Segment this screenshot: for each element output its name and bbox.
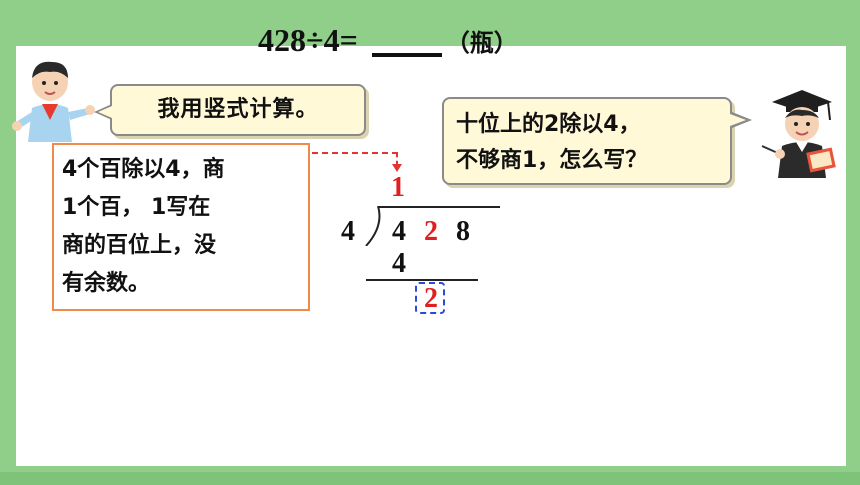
dividend-hundreds-digit: 4 xyxy=(392,216,406,247)
speech-bubble-left: 我用竖式计算。 xyxy=(110,84,366,136)
speech-bubble-right: 十位上的2除以4， 不够商1，怎么写？ xyxy=(442,97,732,185)
boy-student-icon xyxy=(12,61,95,142)
pointer-dash-vertical xyxy=(396,152,398,166)
bottom-strip xyxy=(0,472,860,485)
problem-unit: （瓶） xyxy=(445,29,518,57)
dividend-tens-digit: 2 xyxy=(424,216,438,247)
note-line-4: 有余数。 xyxy=(62,271,151,296)
speech-right-line1: 十位上的2除以4， xyxy=(456,112,641,137)
graduate-student-icon xyxy=(761,90,836,178)
division-bracket-top xyxy=(378,206,500,208)
subtraction-line xyxy=(366,279,478,281)
dividend-ones-digit: 8 xyxy=(456,216,470,247)
division-bracket-curve xyxy=(365,206,381,246)
problem-title: 428÷4= （瓶） xyxy=(258,22,518,66)
subtract-digit: 4 xyxy=(392,248,406,279)
speech-left-text: 我用竖式计算。 xyxy=(157,97,319,122)
explanation-note: 4个百除以4，商 1个百， 1写在 商的百位上，没 有余数。 xyxy=(52,143,310,311)
note-line-1: 4个百除以4，商 xyxy=(62,157,225,182)
problem-expression: 428÷4= xyxy=(258,22,358,58)
note-line-2: 1个百， 1写在 xyxy=(62,195,211,220)
pointer-arrow-icon xyxy=(392,164,402,172)
speech-tail-right-inner xyxy=(730,114,746,126)
remainder-focus-box xyxy=(415,282,445,314)
speech-right-line2: 不够商1，怎么写？ xyxy=(456,148,648,173)
speech-tail-left-inner xyxy=(98,106,112,118)
quotient-hundreds-digit: 1 xyxy=(391,172,405,203)
divisor-digit: 4 xyxy=(341,216,355,247)
answer-blank[interactable] xyxy=(371,53,442,57)
note-line-3: 商的百位上，没 xyxy=(62,233,217,258)
pointer-dash-horizontal xyxy=(312,152,398,154)
brought-down-digit: 2 xyxy=(424,283,438,314)
